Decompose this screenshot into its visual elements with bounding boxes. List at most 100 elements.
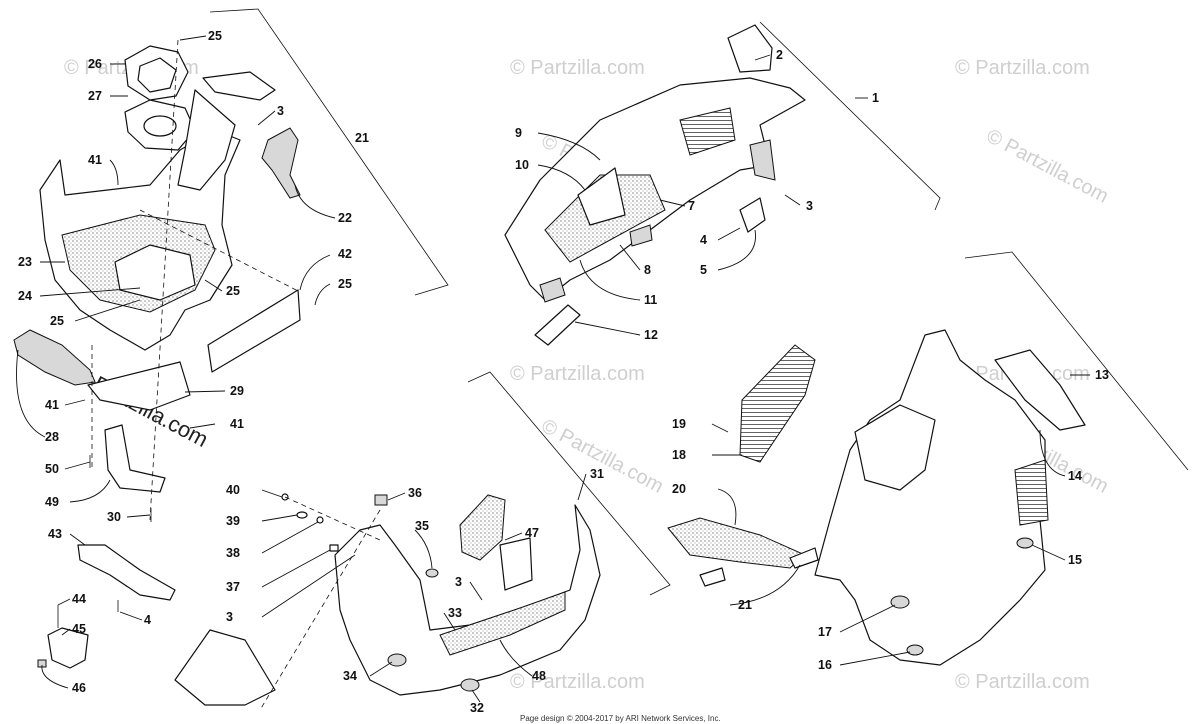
part-45 (47, 627, 89, 669)
callout-23: 23 (18, 255, 32, 269)
callout-41: 41 (45, 398, 59, 412)
leader (261, 514, 298, 522)
leader (39, 287, 141, 297)
leader (471, 689, 481, 703)
assembly-21-group (13, 8, 449, 521)
axis-line (139, 209, 301, 293)
leader (109, 159, 119, 186)
callout-20: 21 (738, 598, 752, 612)
callout-4: 4 (700, 233, 707, 247)
footer-copyright: Page design © 2004-2017 by ARI Network S… (520, 714, 721, 723)
watermark: © Partzilla.com (955, 671, 1090, 693)
callout-41: 41 (88, 153, 102, 167)
callout-11: 12 (644, 328, 658, 342)
callout-25: 25 (208, 29, 222, 43)
callout-41: 41 (230, 417, 244, 431)
part-35 (425, 568, 439, 578)
callout-45: 45 (72, 622, 86, 636)
leader-lines (16, 35, 1090, 703)
part-37 (329, 544, 339, 552)
leader (41, 664, 69, 689)
leader (619, 244, 641, 271)
callout-36: 36 (408, 486, 422, 500)
callout-35: 35 (415, 519, 429, 533)
part-11 (534, 304, 581, 346)
leader (443, 612, 456, 631)
leader (294, 184, 336, 219)
leader (184, 390, 226, 393)
leader (579, 259, 641, 301)
callout-40: 40 (226, 483, 240, 497)
callout-5: 5 (700, 263, 707, 277)
callout-21: 21 (355, 131, 369, 145)
bracket-31 (467, 371, 671, 596)
leader (754, 54, 771, 61)
part-20a (699, 567, 726, 587)
callout-34: 34 (343, 669, 357, 683)
callout-30: 30 (107, 510, 121, 524)
part-5 (739, 197, 766, 233)
part-29 (87, 361, 191, 411)
part-38 (316, 516, 324, 524)
callout-15: 16 (818, 658, 832, 672)
callout-47: 47 (525, 526, 539, 540)
leader (499, 639, 533, 677)
leader (577, 473, 587, 501)
callout-25: 25 (226, 284, 240, 298)
callout-26: 26 (88, 57, 102, 71)
leader (261, 554, 356, 618)
bracket-1 (759, 21, 941, 211)
leader (839, 651, 911, 666)
leader (61, 628, 71, 636)
leader (469, 581, 483, 601)
leader (574, 321, 641, 336)
callout-1: 1 (872, 91, 879, 105)
part-20b (789, 547, 819, 569)
shroud-vent (679, 107, 736, 156)
callout-50: 50 (45, 462, 59, 476)
assembly-1-group (504, 21, 941, 346)
bracket-21 (209, 8, 449, 296)
callout-7: 8 (644, 263, 651, 277)
part-32 (460, 678, 480, 692)
callout-17: 18 (672, 448, 686, 462)
part-15 (906, 644, 924, 656)
callout-22: 22 (338, 211, 352, 225)
leader (717, 229, 756, 271)
leader (74, 299, 141, 322)
callout-25: 25 (338, 277, 352, 291)
callout-10: 11 (644, 293, 657, 307)
leader (717, 488, 737, 526)
belly-pan-33-floor (439, 591, 566, 656)
plate-27-hole (143, 115, 177, 137)
callout-9: 10 (515, 158, 529, 172)
callout-46: 46 (72, 681, 86, 695)
callout-28: 28 (45, 430, 59, 444)
bracket-12 (964, 251, 1189, 471)
callout-39: 39 (226, 514, 240, 528)
leader (261, 549, 331, 588)
panel-21-upper (177, 89, 236, 191)
callout-4: 4 (144, 613, 151, 627)
callout-16: 17 (818, 625, 832, 639)
callout-25: 25 (50, 314, 64, 328)
part-47 (459, 494, 506, 561)
leader (537, 164, 586, 191)
watermark: © Partzilla.com (510, 363, 645, 385)
leader (314, 283, 331, 306)
part-28 (13, 329, 96, 386)
leader (387, 492, 406, 501)
leader (16, 349, 46, 438)
leader (64, 399, 86, 406)
part-22 (261, 127, 301, 199)
bracket-part (202, 71, 276, 101)
gasket-26-inner (137, 57, 177, 93)
callout-24: 24 (18, 289, 32, 303)
callout-3: 3 (277, 104, 284, 118)
leader (717, 227, 741, 241)
callout-3: 3 (226, 610, 233, 624)
leader (57, 598, 71, 606)
watermark: © Partzilla.com (955, 57, 1090, 79)
callout-3: 3 (455, 575, 462, 589)
hood-window (854, 404, 936, 491)
